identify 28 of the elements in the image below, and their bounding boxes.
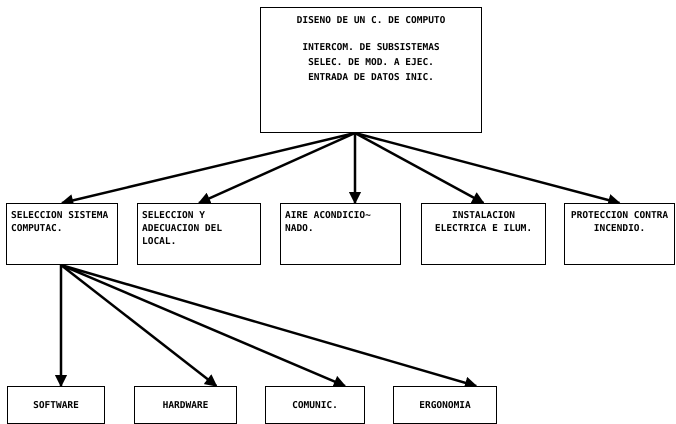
box-heading: COMUNIC.	[291, 399, 339, 412]
box-heading: SOFTWARE	[32, 399, 80, 412]
box-heading: INSTALACION ELECTRICA E ILUM.	[434, 209, 534, 235]
box-heading: ERGONOMIA	[418, 399, 472, 412]
box-heading: SELECCION Y ADECUACION DEL LOCAL.	[142, 209, 224, 248]
process-box	[260, 7, 482, 133]
process-box	[7, 386, 105, 424]
box-text: INTERCOM. DE SUBSISTEMAS	[301, 41, 441, 54]
box-text: ENTRADA DE DATOS INIC.	[307, 71, 435, 84]
box-heading: SELECCION SISTEMA COMPUTAC.	[11, 209, 110, 235]
process-box	[265, 386, 365, 424]
box-heading: AIRE ACONDICIO~ NADO.	[285, 209, 372, 235]
box-heading: HARDWARE	[162, 399, 210, 412]
process-box	[393, 386, 497, 424]
process-box	[564, 203, 675, 265]
process-box	[6, 203, 118, 265]
box-text: SELEC. DE MOD. A EJEC.	[307, 56, 435, 69]
process-box	[421, 203, 546, 265]
arrow	[348, 133, 362, 204]
arrow	[198, 132, 356, 204]
process-box	[280, 203, 401, 265]
arrow	[60, 264, 218, 387]
box-heading: PROTECCION CONTRA INCENDIO.	[570, 209, 670, 235]
box-heading: DISENO DE UN C. DE COMPUTO	[296, 14, 446, 27]
process-box	[137, 203, 261, 265]
arrow	[354, 132, 485, 204]
process-box	[134, 386, 237, 424]
arrow	[54, 265, 68, 388]
